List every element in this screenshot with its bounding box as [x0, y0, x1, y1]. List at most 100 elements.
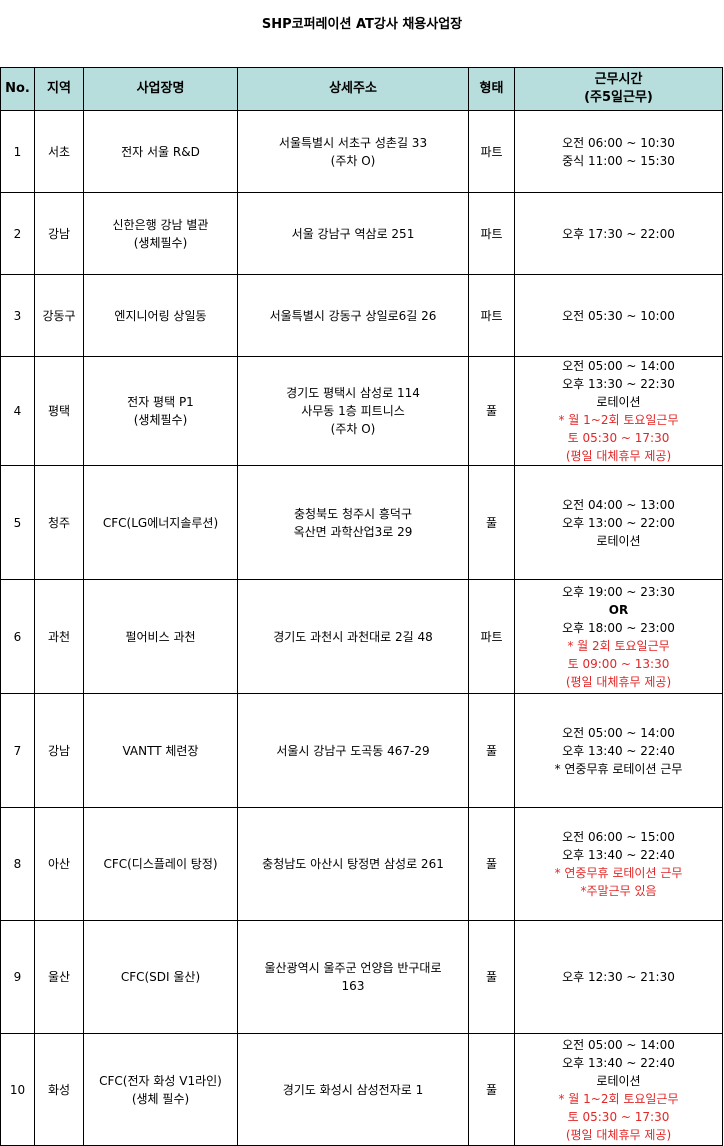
- row-address: 서울 강남구 역삼로 251: [237, 192, 469, 275]
- row-number: 7: [0, 693, 35, 808]
- hours-line: 오후 17:30 ~ 22:00: [562, 226, 675, 241]
- row-site: CFC(SDI 울산): [83, 920, 238, 1034]
- header-hours-title: 근무시간: [594, 72, 643, 87]
- address-line: 서울특별시 서초구 성촌길 33: [278, 135, 428, 150]
- hours-line: 오후 13:40 ~ 22:40: [562, 1055, 675, 1070]
- site-line: 펄어비스 과천: [125, 629, 196, 644]
- hours-line: 오후 13:40 ~ 22:40: [562, 848, 675, 862]
- address-line: (주차 O): [330, 422, 376, 436]
- hours-line: * 연중무휴 로테이션 근무: [554, 761, 683, 776]
- row-type: 풀: [468, 356, 515, 466]
- row-number: 4: [0, 356, 35, 466]
- row-region: 강동구: [34, 274, 84, 357]
- site-line: CFC(SDI 울산): [120, 970, 201, 984]
- site-line: CFC(전자 화성 V1라인): [99, 1073, 222, 1088]
- address-line: (주차 O): [330, 153, 376, 168]
- row-address: 경기도 과천시 과천대로 2길 48: [237, 579, 469, 694]
- row-address: 경기도 화성시 삼성전자로 1: [237, 1033, 469, 1146]
- header-no: No.: [0, 67, 35, 111]
- hours-line: 로테이션: [596, 395, 641, 409]
- row-address: 충청남도 아산시 탕정면 삼성로 261: [237, 807, 469, 921]
- hours-line: 토 05:30 ~ 17:30: [567, 1109, 670, 1124]
- hours-line: 오전 04:00 ~ 13:00: [562, 497, 675, 512]
- header-region: 지역: [34, 67, 84, 111]
- row-type: 파트: [468, 579, 515, 694]
- header-hours-note: (주5일근무): [584, 90, 653, 105]
- address-line: 사무동 1층 피트니스: [301, 404, 405, 418]
- header-address: 상세주소: [237, 67, 469, 111]
- site-line: (생체필수): [133, 413, 188, 427]
- row-number: 10: [0, 1033, 35, 1146]
- row-hours: 오전 05:00 ~ 14:00 오후 13:40 ~ 22:40 로테이션 * 월 …: [514, 1033, 723, 1146]
- hours-line: * 월 2회 토요일근무: [567, 638, 670, 653]
- header-type: 형태: [468, 67, 515, 111]
- hours-line: 중식 11:00 ~ 15:30: [562, 153, 675, 168]
- row-site: CFC(LG에너지솔루션): [83, 465, 238, 580]
- address-line: 경기도 과천시 과천대로 2길 48: [273, 629, 433, 644]
- hours-line: (평일 대체휴무 제공): [565, 1127, 672, 1142]
- row-type: 풀: [468, 693, 515, 808]
- hours-line: 오후 13:40 ~ 22:40: [562, 743, 675, 758]
- row-site: VANTT 체련장: [83, 693, 238, 808]
- row-address: 서울시 강남구 도곡동 467-29: [237, 693, 469, 808]
- hours-line: * 월 1~2회 토요일근무: [558, 1091, 679, 1106]
- row-region: 화성: [34, 1033, 84, 1146]
- row-type: 파트: [468, 274, 515, 357]
- hours-line: 오전 05:00 ~ 14:00: [562, 1037, 675, 1052]
- row-site: CFC(전자 화성 V1라인)(생체 필수): [83, 1033, 238, 1146]
- header-hours: 근무시간 (주5일근무): [514, 67, 723, 111]
- row-region: 강남: [34, 192, 84, 275]
- hours-line: * 연중무휴 로테이션 근무: [554, 866, 683, 880]
- row-hours: 오전 05:30 ~ 10:00: [514, 274, 723, 357]
- row-type: 풀: [468, 920, 515, 1034]
- row-number: 9: [0, 920, 35, 1034]
- hours-line: 오후 13:30 ~ 22:30: [562, 377, 675, 391]
- row-region: 강남: [34, 693, 84, 808]
- site-line: VANTT 체련장: [122, 743, 199, 758]
- hours-line: * 월 1~2회 토요일근무: [558, 413, 679, 427]
- row-hours: 오전 05:00 ~ 14:00 오후 13:40 ~ 22:40 * 연중무휴 로…: [514, 693, 723, 808]
- hours-line: OR: [608, 602, 629, 617]
- row-type: 파트: [468, 110, 515, 193]
- row-number: 5: [0, 465, 35, 580]
- address-line: 163: [341, 979, 365, 993]
- row-site: 신한은행 강남 별관(생체필수): [83, 192, 238, 275]
- row-site: 엔지니어링 상일동: [83, 274, 238, 357]
- address-line: 서울 강남구 역삼로 251: [291, 226, 415, 241]
- site-line: (생체필수): [133, 235, 188, 250]
- row-address: 서울특별시 강동구 상일로6길 26: [237, 274, 469, 357]
- site-line: 전자 평택 P1: [127, 395, 194, 409]
- address-line: 경기도 평택시 삼성로 114: [286, 386, 420, 400]
- row-number: 1: [0, 110, 35, 193]
- site-line: CFC(디스플레이 탕정): [103, 857, 218, 871]
- hours-line: 로테이션: [596, 1073, 641, 1088]
- hours-line: 오후 12:30 ~ 21:30: [562, 970, 675, 984]
- row-region: 아산: [34, 807, 84, 921]
- hours-line: 오전 05:00 ~ 14:00: [562, 725, 675, 740]
- row-hours: 오후 12:30 ~ 21:30: [514, 920, 723, 1034]
- row-site: 전자 서울 R&D: [83, 110, 238, 193]
- row-region: 과천: [34, 579, 84, 694]
- hours-line: 오후 19:00 ~ 23:30: [562, 584, 675, 599]
- address-line: 충청남도 아산시 탕정면 삼성로 261: [262, 857, 444, 871]
- page-title: SHP코퍼레이션 AT강사 채용사업장: [261, 17, 463, 32]
- row-region: 울산: [34, 920, 84, 1034]
- address-line: 서울특별시 강동구 상일로6길 26: [269, 308, 437, 323]
- row-site: 펄어비스 과천: [83, 579, 238, 694]
- hours-line: 토 05:30 ~ 17:30: [567, 431, 670, 445]
- site-line: 전자 서울 R&D: [121, 144, 200, 159]
- address-line: 옥산면 과학산업3로 29: [293, 524, 413, 539]
- header-site: 사업장명: [83, 67, 238, 111]
